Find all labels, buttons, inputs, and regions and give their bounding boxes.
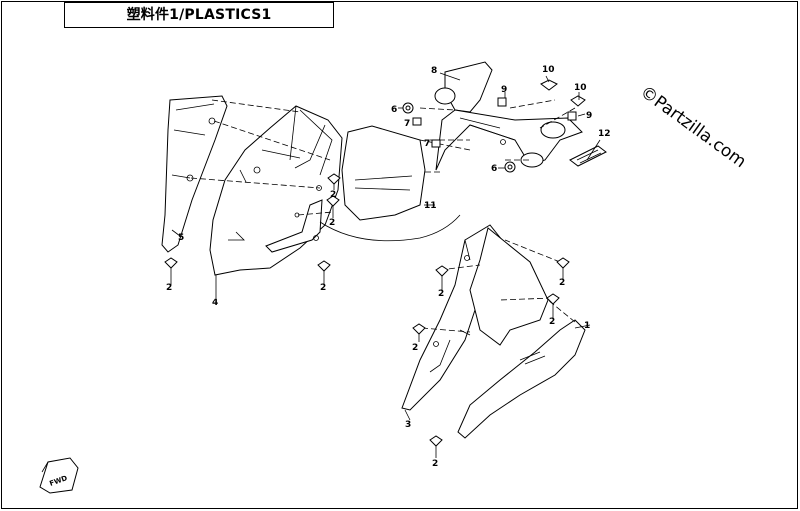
clip-2f (546, 293, 560, 318)
bolt-9b (567, 111, 577, 121)
callout-6b: 6 (491, 164, 497, 174)
clip-2a (164, 257, 178, 285)
bracket-left (265, 199, 323, 253)
callout-12: 12 (598, 129, 611, 139)
callout-2c: 2 (329, 218, 335, 228)
nut-10a (540, 79, 558, 91)
clip-2b (317, 260, 331, 285)
callout-2a: 2 (166, 283, 172, 293)
part-3-inner-panel (401, 224, 549, 411)
callout-2f: 2 (549, 317, 555, 327)
callout-7a: 7 (404, 119, 410, 129)
assembly-lines (190, 99, 576, 333)
callout-2i: 2 (330, 190, 336, 200)
washer-7b (431, 139, 441, 148)
callout-2d: 2 (438, 289, 444, 299)
callout-10a: 10 (542, 65, 555, 75)
clip-2d (435, 265, 449, 290)
screw-6b (504, 161, 516, 173)
callout-2h: 2 (432, 459, 438, 469)
clip-2g (412, 323, 426, 342)
clip-2c (326, 195, 340, 218)
callout-9a: 9 (501, 85, 507, 95)
screw-6a (402, 102, 414, 114)
callout-6a: 6 (391, 105, 397, 115)
part-8-bracket-assembly (434, 61, 583, 171)
part-12-label (569, 145, 607, 167)
clip-2h (429, 435, 443, 458)
callout-3: 3 (405, 420, 411, 430)
callout-2g: 2 (412, 343, 418, 353)
diagram-title: 塑料件1/PLASTICS1 (64, 2, 334, 28)
fwd-arrow-icon: FWD (39, 457, 79, 494)
callout-10b: 10 (574, 83, 587, 93)
callout-labels: 1 2 2 2 2 2 2 2 2 2 3 4 5 6 6 7 7 8 9 9 … (166, 65, 611, 469)
clip-2e (556, 257, 570, 280)
callout-2b: 2 (320, 283, 326, 293)
callout-1: 1 (584, 321, 590, 331)
nut-10b (570, 95, 586, 107)
washer-7a (412, 117, 422, 126)
callout-leaders (171, 72, 601, 421)
bolt-9a (497, 97, 507, 107)
part-11-windscreen (319, 125, 461, 242)
clip-2i (327, 173, 341, 190)
callout-8: 8 (431, 66, 437, 76)
callout-9b: 9 (586, 111, 592, 121)
callout-4: 4 (212, 298, 218, 308)
callout-7b: 7 (424, 139, 430, 149)
callout-5: 5 (178, 233, 184, 243)
callout-2e: 2 (559, 278, 565, 288)
callout-11: 11 (424, 201, 437, 211)
part-1-lower-fairing (457, 319, 586, 439)
part-5-side-trim (161, 95, 228, 253)
